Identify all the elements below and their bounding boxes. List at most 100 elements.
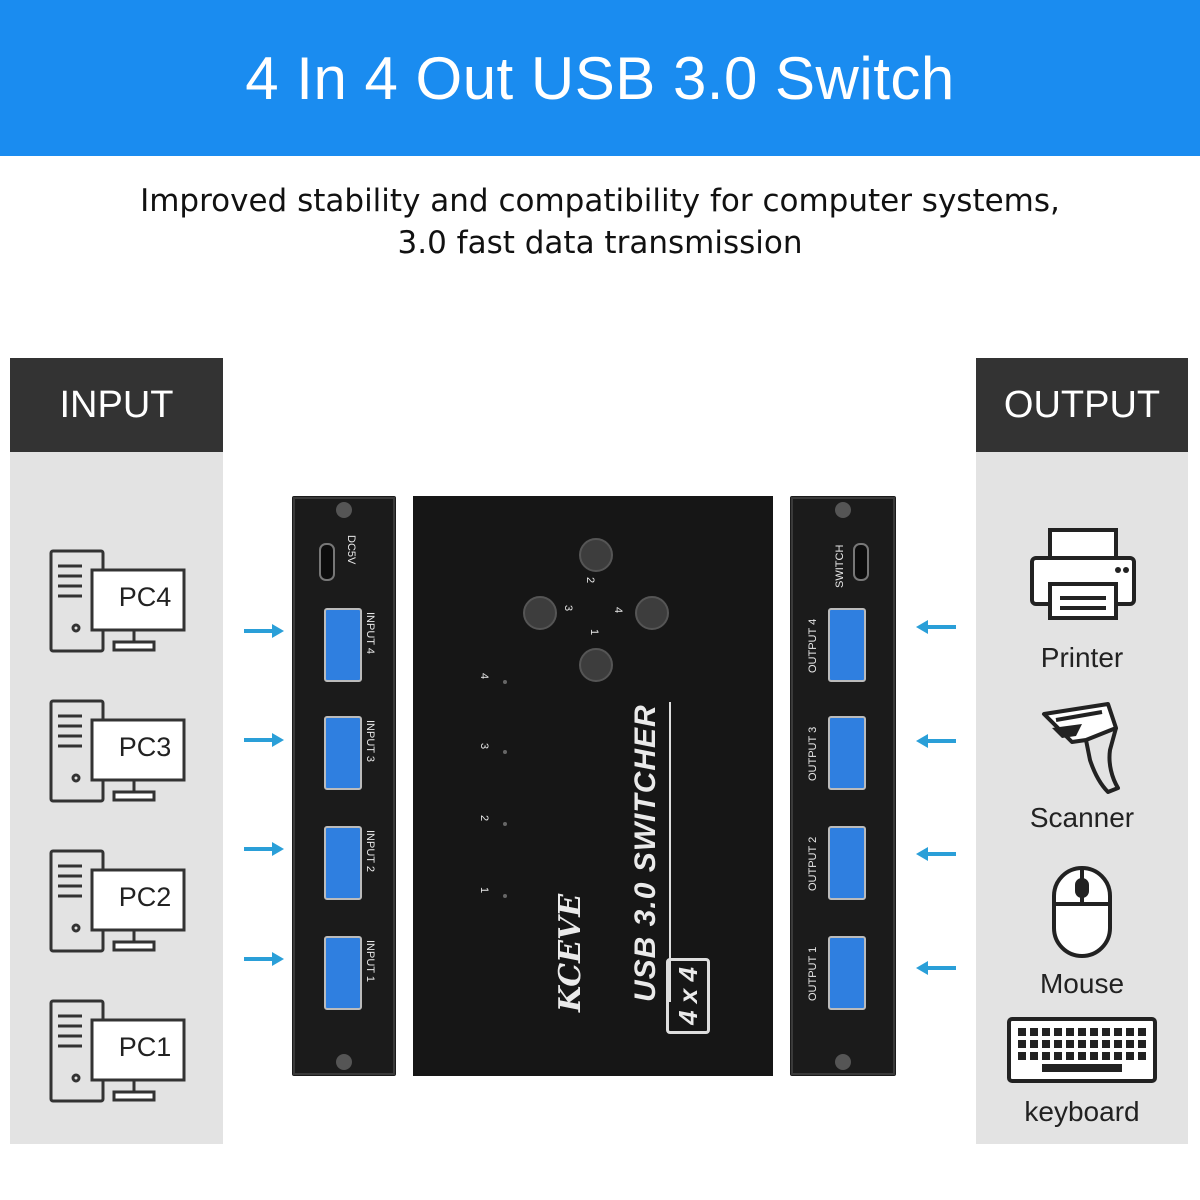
button-1[interactable] — [579, 648, 613, 682]
input-3-port[interactable] — [324, 716, 362, 790]
computer-icon — [49, 999, 186, 1103]
model-text: USB 3.0 SWITCHER — [629, 702, 671, 1002]
input-4-port[interactable] — [324, 608, 362, 682]
model-badge: 4 x 4 — [666, 958, 710, 1034]
output-4-port[interactable] — [828, 608, 866, 682]
input-2-port[interactable] — [324, 826, 362, 900]
led-3-number: 3 — [478, 743, 490, 750]
keyboard-spacebar — [1042, 1064, 1122, 1072]
arrow-right-icon — [244, 624, 284, 638]
switcher-top: 2 3 4 1 4 3 2 1 USB 3.0 SWITCHER 4 x 4 K… — [413, 496, 773, 1076]
output-1-label: OUTPUT 1 — [807, 946, 819, 1001]
led-2-icon — [503, 822, 507, 826]
button-4-number: 4 — [612, 607, 624, 614]
power-port-icon — [319, 543, 335, 581]
keyboard-key — [1066, 1052, 1074, 1060]
input-1-port[interactable] — [324, 936, 362, 1010]
led-1-icon — [503, 894, 507, 898]
computer-icon — [49, 699, 186, 803]
input-4-label: INPUT 4 — [364, 612, 376, 654]
keyboard-key — [1030, 1040, 1038, 1048]
output-1-port[interactable] — [828, 936, 866, 1010]
pc4-label: PC4 — [118, 582, 172, 612]
button-2-number: 2 — [584, 577, 596, 584]
computer-icon — [49, 549, 186, 653]
keyboard-key — [1138, 1052, 1146, 1060]
scanner-item: Scanner — [976, 698, 1188, 838]
led-1-number: 1 — [478, 887, 490, 894]
arrow-right-icon — [244, 842, 284, 856]
input-side-plate: DC5V INPUT 4 INPUT 3 INPUT 2 INPUT 1 — [292, 496, 396, 1076]
keyboard-key — [1066, 1040, 1074, 1048]
keyboard-key — [1078, 1040, 1086, 1048]
input-3-label: INPUT 3 — [364, 720, 376, 762]
arrow-left-icon — [916, 847, 956, 861]
keyboard-key — [1054, 1052, 1062, 1060]
keyboard-icon — [1007, 1017, 1157, 1083]
mouse-item: Mouse — [976, 864, 1188, 1004]
arrow-right-icon — [244, 952, 284, 966]
input-2-label: INPUT 2 — [364, 830, 376, 872]
output-heading: OUTPUT — [976, 358, 1188, 452]
input-panel: INPUT PC4 PC3 — [10, 358, 223, 1144]
keyboard-key — [1018, 1052, 1026, 1060]
keyboard-key — [1114, 1028, 1122, 1036]
subtitle: Improved stability and compatibility for… — [0, 180, 1200, 264]
keyboard-key — [1138, 1040, 1146, 1048]
button-2[interactable] — [579, 538, 613, 572]
arrow-right-icon — [244, 733, 284, 747]
arrow-left-icon — [916, 620, 956, 634]
button-4[interactable] — [635, 596, 669, 630]
output-plate-graphics — [791, 497, 895, 1075]
keyboard-key — [1102, 1028, 1110, 1036]
scanner-label: Scanner — [1029, 802, 1135, 833]
pc4-item: PC4 — [48, 548, 188, 656]
arrow-left-icon — [916, 961, 956, 975]
output-side-plate: SWITCH OUTPUT 4 OUTPUT 3 OUTPUT 2 OUTPUT… — [790, 496, 896, 1076]
keyboard-key — [1042, 1028, 1050, 1036]
screw-icon — [336, 502, 352, 518]
screw-icon — [336, 1054, 352, 1070]
pc3-label: PC3 — [118, 732, 172, 762]
input-1-label: INPUT 1 — [364, 940, 376, 982]
keyboard-item: keyboard — [976, 1016, 1188, 1136]
output-panel: OUTPUT Printer Scanner — [976, 358, 1188, 1144]
screw-icon — [835, 502, 851, 518]
led-2-number: 2 — [478, 815, 490, 822]
output-3-label: OUTPUT 3 — [807, 726, 819, 781]
button-3[interactable] — [523, 596, 557, 630]
switch-label: SWITCH — [834, 544, 846, 588]
keyboard-label: keyboard — [1024, 1096, 1140, 1127]
button-3-number: 3 — [562, 605, 574, 612]
keyboard-key — [1054, 1040, 1062, 1048]
button-1-number: 1 — [588, 629, 600, 636]
scanner-icon — [1042, 702, 1120, 794]
subtitle-line-1: Improved stability and compatibility for… — [140, 183, 1060, 219]
output-4-label: OUTPUT 4 — [807, 618, 819, 673]
output-2-label: OUTPUT 2 — [807, 836, 819, 891]
pc2-label: PC2 — [118, 882, 172, 912]
output-2-port[interactable] — [828, 826, 866, 900]
arrow-left-icon — [916, 734, 956, 748]
keyboard-key — [1030, 1052, 1038, 1060]
pc1-item: PC1 — [48, 998, 188, 1106]
printer-item: Printer — [976, 526, 1188, 676]
keyboard-key — [1126, 1052, 1134, 1060]
computer-icon — [49, 849, 186, 953]
keyboard-key — [1030, 1028, 1038, 1036]
keyboard-key — [1138, 1028, 1146, 1036]
keyboard-key — [1114, 1040, 1122, 1048]
keyboard-key — [1018, 1040, 1026, 1048]
keyboard-key — [1018, 1028, 1026, 1036]
page-title: 4 In 4 Out USB 3.0 Switch — [245, 44, 955, 112]
pc3-item: PC3 — [48, 698, 188, 806]
pc2-item: PC2 — [48, 848, 188, 956]
brand-logo: KCEVE — [553, 893, 588, 1012]
printer-icon — [1030, 528, 1136, 620]
keyboard-key — [1102, 1040, 1110, 1048]
keyboard-key — [1102, 1052, 1110, 1060]
output-3-port[interactable] — [828, 716, 866, 790]
keyboard-key — [1114, 1052, 1122, 1060]
keyboard-key — [1090, 1052, 1098, 1060]
dc5v-label: DC5V — [345, 535, 357, 565]
